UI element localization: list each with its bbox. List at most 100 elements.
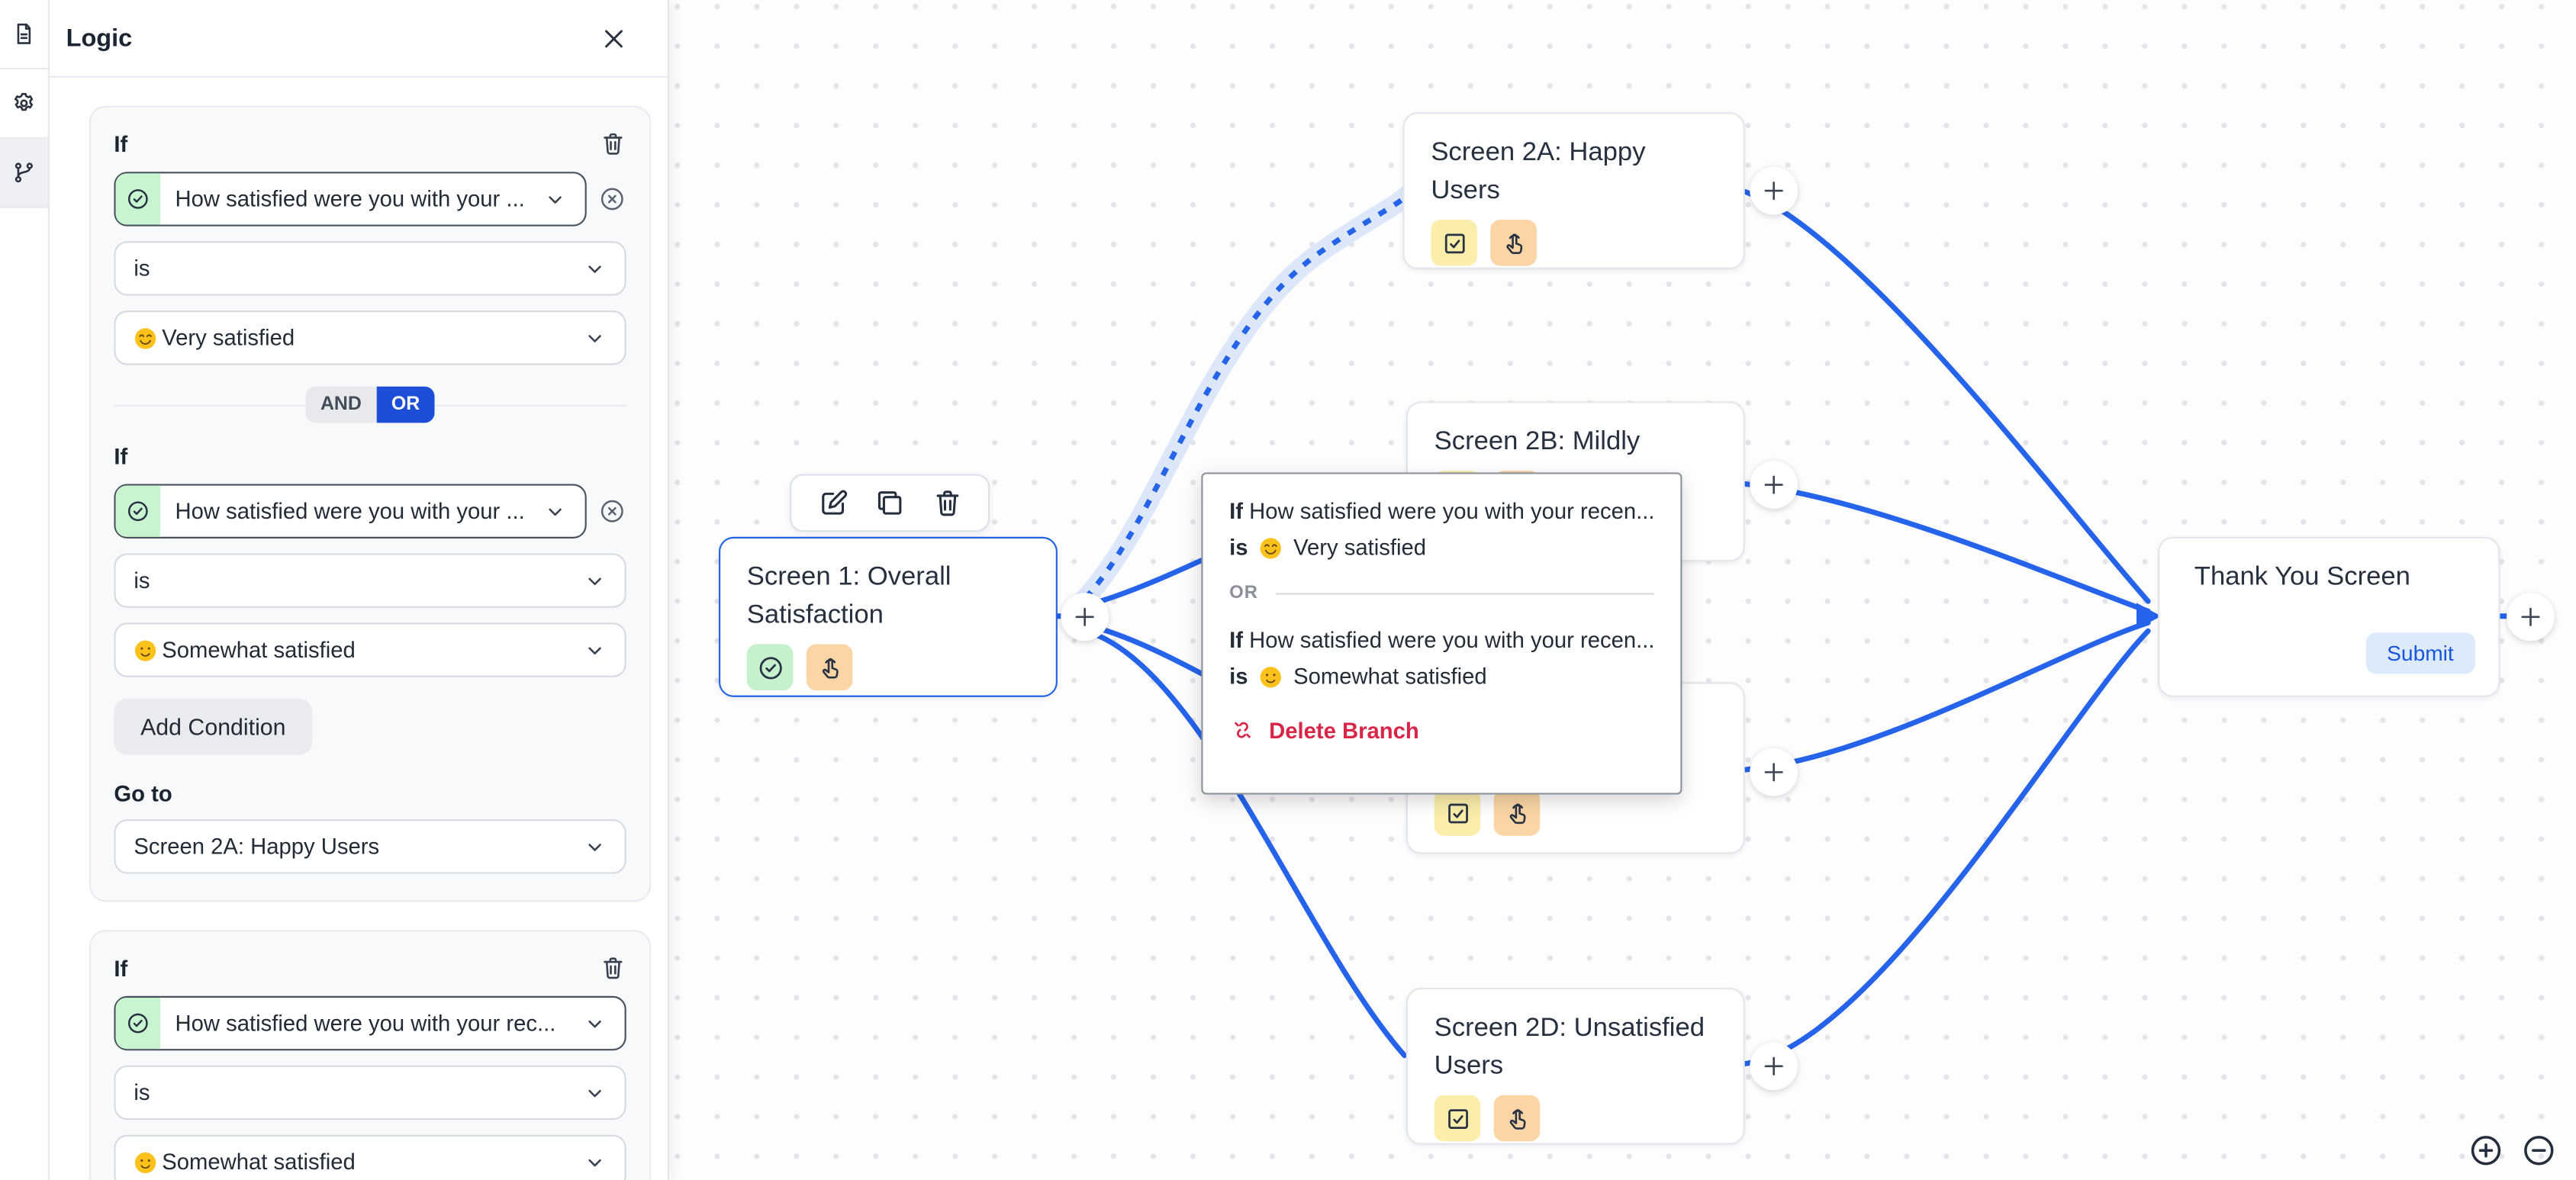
or-toggle-button[interactable]: OR (376, 386, 435, 423)
edge-screen2c-thankyou (1742, 619, 2151, 773)
check-circle-icon (115, 997, 161, 1050)
chevron-down-icon (583, 257, 606, 280)
chevron-down-icon (583, 1081, 606, 1104)
add-node-button-screen2a[interactable] (1750, 166, 1798, 215)
node-title: Thank You Screen (2194, 563, 2410, 592)
delete-node-button[interactable] (931, 487, 962, 519)
somewhat-satisfied-emoji-icon (1259, 667, 1282, 690)
node-title: Screen 2B: Mildly (1434, 427, 1641, 456)
if-label: If (114, 955, 128, 981)
node-screen1[interactable]: Screen 1: Overall Satisfaction (718, 536, 1058, 697)
add-node-button-screen2d[interactable] (1750, 1042, 1798, 1091)
operator-select[interactable]: is (114, 1065, 626, 1121)
add-node-button-screen2b[interactable] (1750, 461, 1798, 509)
add-node-button-thankyou[interactable] (2507, 593, 2555, 641)
x-circle-icon (598, 185, 626, 214)
logic-panel: Logic If How satisfied were you with you… (49, 0, 670, 1180)
rail-document-tab[interactable] (0, 0, 48, 69)
tap-gesture-badge (1493, 789, 1541, 836)
delete-rule-button[interactable] (600, 955, 626, 982)
node-title: Screen 1: Overall Satisfaction (746, 563, 952, 630)
edge-arrowhead (2136, 603, 2162, 630)
operator-select[interactable]: is (114, 241, 626, 296)
operator-select[interactable]: is (114, 553, 626, 608)
close-panel-button[interactable] (600, 24, 628, 52)
checkbox-badge (1434, 1095, 1481, 1142)
unlink-icon (1229, 717, 1256, 744)
node-thankyou[interactable]: Thank You Screen Submit (2158, 536, 2500, 697)
delete-rule-button[interactable] (600, 130, 626, 157)
chevron-down-icon (543, 500, 566, 522)
question-select[interactable]: How satisfied were you with your ... (114, 172, 587, 227)
edit-node-button[interactable] (817, 487, 848, 519)
rule-value: Somewhat satisfied (1293, 664, 1487, 690)
chevron-down-icon (583, 326, 606, 349)
tap-gesture-badge (1490, 220, 1537, 266)
goto-label: Go to (114, 781, 172, 806)
trash-icon (600, 955, 626, 982)
chevron-down-icon (583, 835, 606, 858)
chevron-down-icon (583, 638, 606, 661)
delete-branch-button[interactable]: Delete Branch (1229, 717, 1654, 744)
add-node-button-screen2c[interactable] (1750, 748, 1798, 796)
panel-header: Logic (49, 0, 668, 78)
rail-settings-tab[interactable] (0, 69, 48, 139)
rail-logic-tab[interactable] (0, 138, 48, 208)
zoom-out-button[interactable] (2520, 1131, 2558, 1169)
canvas-zoom-controls (2467, 1131, 2558, 1169)
and-toggle-button[interactable]: AND (305, 386, 377, 423)
somewhat-satisfied-emoji-icon (134, 1150, 156, 1173)
node-screen2d[interactable]: Screen 2D: Unsatisfied Users (1406, 987, 1745, 1145)
rule-question: How satisfied were you with your recen..… (1249, 498, 1654, 524)
delete-branch-label: Delete Branch (1269, 717, 1419, 743)
tap-gesture-badge (1493, 1095, 1541, 1142)
value-select[interactable]: Somewhat satisfied (114, 622, 626, 677)
question-select[interactable]: How satisfied were you with your ... (114, 484, 587, 539)
rule-operator: is (1229, 535, 1248, 561)
branch-tooltip: If How satisfied were you with your rece… (1201, 472, 1682, 795)
rule-prefix: If (1229, 498, 1243, 524)
checkbox-badge (1431, 220, 1477, 266)
duplicate-node-button[interactable] (874, 487, 906, 519)
left-icon-rail (0, 0, 50, 1180)
very-satisfied-emoji-icon (134, 326, 156, 349)
rule-operator: is (1229, 664, 1248, 690)
somewhat-satisfied-emoji-icon (134, 638, 156, 661)
tap-gesture-badge (806, 644, 853, 691)
tooltip-rule-1-value: is Very satisfied (1229, 533, 1654, 561)
chevron-down-icon (543, 188, 566, 211)
node-screen2a[interactable]: Screen 2A: Happy Users (1402, 112, 1745, 269)
add-condition-button[interactable]: Add Condition (114, 699, 313, 755)
goto-select[interactable]: Screen 2A: Happy Users (114, 819, 626, 874)
if-label: If (114, 131, 128, 156)
edge-screen2d-thankyou (1742, 628, 2151, 1067)
gear-icon (11, 91, 36, 115)
edge-screen2a-thankyou (1742, 188, 2151, 604)
remove-condition-button[interactable] (598, 497, 626, 526)
very-satisfied-emoji-icon (1259, 538, 1282, 561)
panel-body: If How satisfied were you with your ... … (50, 78, 668, 1180)
and-or-toggle: AND OR (114, 386, 626, 423)
edge-screen1-screen2a (1084, 192, 1410, 600)
trash-icon (600, 130, 626, 157)
check-circle-icon (115, 173, 161, 225)
tooltip-rule-2: If How satisfied were you with your rece… (1229, 626, 1654, 654)
rule-prefix: If (1229, 627, 1243, 653)
edge-screen2b-thankyou (1742, 481, 2151, 614)
zoom-in-button[interactable] (2467, 1131, 2505, 1169)
branch-card-1: If How satisfied were you with your ... … (89, 105, 652, 902)
check-circle-badge (746, 644, 794, 691)
node-title: Screen 2A: Happy Users (1431, 138, 1646, 205)
add-branch-button-screen1[interactable] (1061, 593, 1109, 641)
tooltip-or-divider: OR (1229, 583, 1654, 603)
value-select[interactable]: Very satisfied (114, 310, 626, 365)
document-icon (11, 21, 36, 46)
question-select[interactable]: How satisfied were you with your rec... (114, 995, 626, 1051)
remove-condition-button[interactable] (598, 185, 626, 214)
edge-screen1-screen2d (1083, 628, 1408, 1059)
rule-value: Very satisfied (1293, 535, 1427, 561)
value-select[interactable]: Somewhat satisfied (114, 1134, 626, 1180)
submit-button[interactable]: Submit (2365, 632, 2475, 674)
x-circle-icon (598, 497, 626, 526)
